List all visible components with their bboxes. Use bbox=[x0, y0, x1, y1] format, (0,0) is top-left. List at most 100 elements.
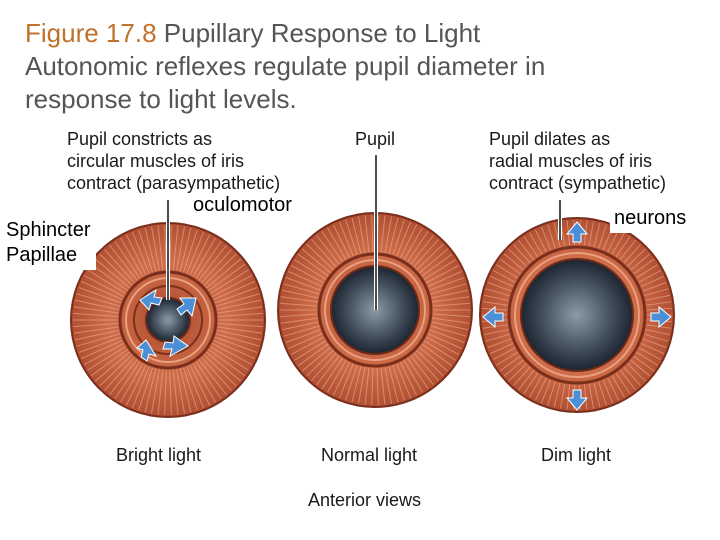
iris-fiber bbox=[430, 325, 467, 337]
iris-fiber bbox=[81, 280, 123, 301]
iris-fiber bbox=[633, 355, 655, 372]
iris-fiber bbox=[311, 239, 337, 268]
iris-fiber bbox=[203, 253, 237, 286]
dim-light-iris bbox=[479, 217, 675, 413]
iris-fiber bbox=[630, 359, 651, 377]
iris-fiber bbox=[179, 227, 192, 272]
oculomotor-label: oculomotor bbox=[193, 194, 292, 216]
iris-fiber bbox=[598, 381, 607, 406]
iris-fiber bbox=[593, 382, 601, 408]
iris-fiber bbox=[211, 274, 253, 297]
sphincter-papillae-label: Sphincter Papillae bbox=[6, 218, 91, 268]
iris-fiber bbox=[87, 269, 126, 294]
sphincter-label-backdrop bbox=[4, 216, 96, 270]
iris-fiber bbox=[151, 369, 160, 414]
iris-fiber bbox=[78, 287, 122, 304]
iris-fiber bbox=[285, 329, 321, 343]
iris-fiber bbox=[301, 248, 331, 274]
iris-fiber bbox=[364, 215, 370, 253]
iris-fiber bbox=[432, 302, 470, 307]
iris-fiber bbox=[217, 306, 263, 314]
iris-fiber bbox=[125, 234, 147, 276]
iris-fiber bbox=[104, 249, 135, 284]
iris-fiber bbox=[492, 269, 516, 283]
iris-fiber bbox=[198, 359, 227, 396]
iris-fiber bbox=[407, 357, 429, 390]
iris-fiber bbox=[427, 270, 462, 287]
iris-fiber bbox=[642, 282, 667, 292]
iris-fiber bbox=[213, 339, 255, 360]
iris-fiber bbox=[186, 366, 205, 409]
iris-fiber bbox=[216, 329, 262, 341]
iris-fiber bbox=[78, 336, 122, 353]
iris-fiber bbox=[553, 382, 561, 408]
neurons-label: neurons bbox=[614, 207, 687, 229]
iris-fiber bbox=[73, 312, 119, 318]
iris-fiber bbox=[623, 244, 641, 264]
iris-fiber bbox=[410, 234, 434, 265]
iris-fiber bbox=[169, 369, 172, 415]
iris-fiber bbox=[114, 361, 141, 400]
iris-fiber bbox=[508, 248, 527, 267]
iris-fiber bbox=[645, 294, 671, 301]
iris-fiber bbox=[416, 243, 444, 271]
iris-fiber bbox=[529, 375, 543, 398]
iris-fiber bbox=[73, 322, 119, 328]
iris-fiber bbox=[627, 363, 646, 382]
iris-fiber bbox=[646, 301, 672, 306]
iris-fiber bbox=[109, 244, 138, 281]
iris-fiber bbox=[430, 283, 467, 295]
iris-fiber bbox=[540, 226, 552, 251]
iris-fiber bbox=[482, 301, 508, 306]
iris-fiber bbox=[432, 317, 470, 324]
iris-fiber bbox=[90, 263, 128, 292]
iris-fiber bbox=[87, 346, 126, 371]
iris-fiber bbox=[499, 258, 521, 275]
normal-iris-fibers bbox=[280, 215, 470, 405]
iris-fiber bbox=[280, 302, 318, 307]
iris-fiber bbox=[144, 227, 157, 272]
iris-fiber bbox=[311, 352, 337, 381]
iris-fiber bbox=[380, 215, 386, 253]
iris-fiber bbox=[321, 230, 343, 263]
iris-fiber bbox=[179, 368, 192, 413]
iris-fiber bbox=[294, 259, 327, 280]
iris-fiber bbox=[306, 243, 334, 271]
iris-fiber bbox=[547, 381, 556, 406]
iris-fiber bbox=[125, 364, 147, 406]
iris-fiber bbox=[290, 264, 325, 284]
iris-fiber bbox=[73, 326, 119, 334]
constriction-label-line-3: contract (parasympathetic) bbox=[67, 173, 281, 193]
iris-fiber bbox=[120, 363, 144, 403]
iris-fiber bbox=[427, 333, 462, 350]
iris-fiber bbox=[432, 313, 470, 318]
iris-fiber bbox=[623, 366, 641, 386]
iris-fiber bbox=[523, 235, 539, 258]
iris-fiber bbox=[358, 367, 366, 404]
iris-fiber bbox=[297, 343, 329, 367]
iris-fiber bbox=[553, 222, 561, 248]
iris-fiber bbox=[419, 346, 449, 372]
iris-fiber bbox=[371, 215, 374, 253]
iris-fiber bbox=[316, 355, 340, 386]
iris-fiber bbox=[205, 351, 242, 382]
iris-fiber bbox=[490, 343, 514, 355]
iris-fiber bbox=[540, 379, 552, 404]
iris-fiber bbox=[76, 333, 121, 347]
iris-fiber bbox=[283, 325, 320, 337]
iris-fiber bbox=[321, 357, 343, 390]
iris-fiber bbox=[217, 312, 263, 318]
iris-fiber bbox=[172, 369, 179, 415]
bright-light-caption: Bright light bbox=[116, 445, 202, 465]
iris-fiber bbox=[496, 264, 518, 279]
iris-fiber bbox=[208, 348, 246, 377]
iris-fiber bbox=[633, 258, 655, 275]
iris-fiber bbox=[611, 375, 625, 398]
iris-fiber bbox=[131, 366, 150, 409]
iris-fiber bbox=[627, 248, 646, 267]
iris-fiber bbox=[281, 321, 319, 331]
dim-light-caption: Dim light bbox=[541, 445, 612, 465]
iris-fiber bbox=[288, 333, 323, 350]
iris-fiber bbox=[203, 354, 237, 387]
iris-fiber bbox=[176, 369, 185, 414]
